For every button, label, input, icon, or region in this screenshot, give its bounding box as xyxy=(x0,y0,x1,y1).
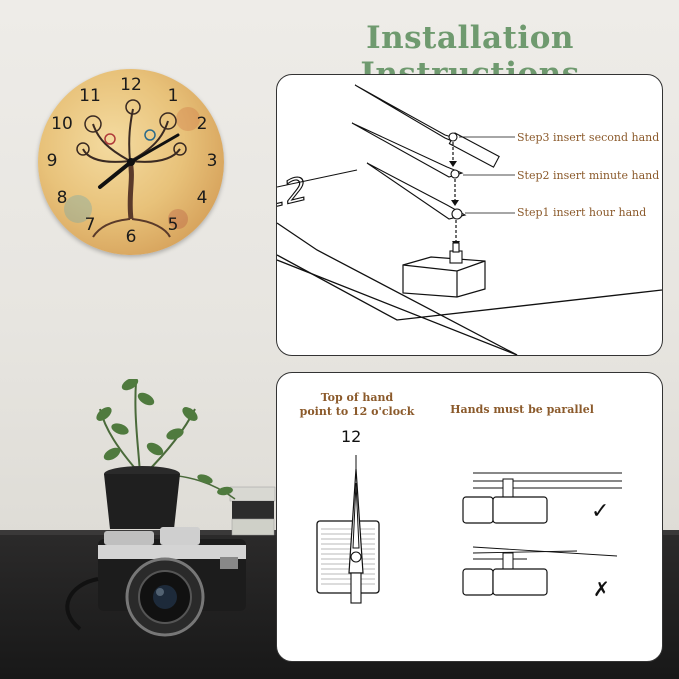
clock-numeral: 3 xyxy=(206,151,218,171)
install-steps-panel: 12 Step3 insert second hand Step2 insert… xyxy=(276,74,663,356)
clock-numeral: 12 xyxy=(120,75,142,95)
correct-check-icon: ✓ xyxy=(591,499,610,524)
clock-numeral: 5 xyxy=(167,215,179,235)
twelve-marker: 12 xyxy=(341,427,362,446)
alignment-panel: Top of hand point to 12 o'clock Hands mu… xyxy=(276,372,663,662)
step1-label: Step1 insert hour hand xyxy=(517,206,647,219)
clock-numeral: 2 xyxy=(196,114,208,134)
wall-clock: 12 1 2 3 4 5 6 7 8 9 10 11 xyxy=(38,69,224,255)
clock-numeral: 8 xyxy=(56,188,68,208)
clock-numeral: 11 xyxy=(79,86,101,106)
install-steps-diagram: 12 xyxy=(277,84,662,355)
diagram-numeral: 12 xyxy=(277,169,308,218)
top-of-hand-label: Top of hand point to 12 o'clock xyxy=(299,391,415,418)
parallel-hands-label: Hands must be parallel xyxy=(450,403,594,416)
clock-hands xyxy=(98,133,180,189)
clock-numeral: 6 xyxy=(125,227,137,247)
alignment-diagram xyxy=(316,455,622,604)
clock-numeral: 4 xyxy=(196,188,208,208)
step2-label: Step2 insert minute hand xyxy=(517,169,660,182)
clock-numeral: 7 xyxy=(84,215,96,235)
desk-scene xyxy=(65,379,276,637)
clock-numeral: 9 xyxy=(46,151,58,171)
clock-numeral: 1 xyxy=(167,86,179,106)
wrong-cross-icon: ✗ xyxy=(593,577,610,601)
clock-numeral: 10 xyxy=(51,114,73,134)
step3-label: Step3 insert second hand xyxy=(517,131,660,144)
